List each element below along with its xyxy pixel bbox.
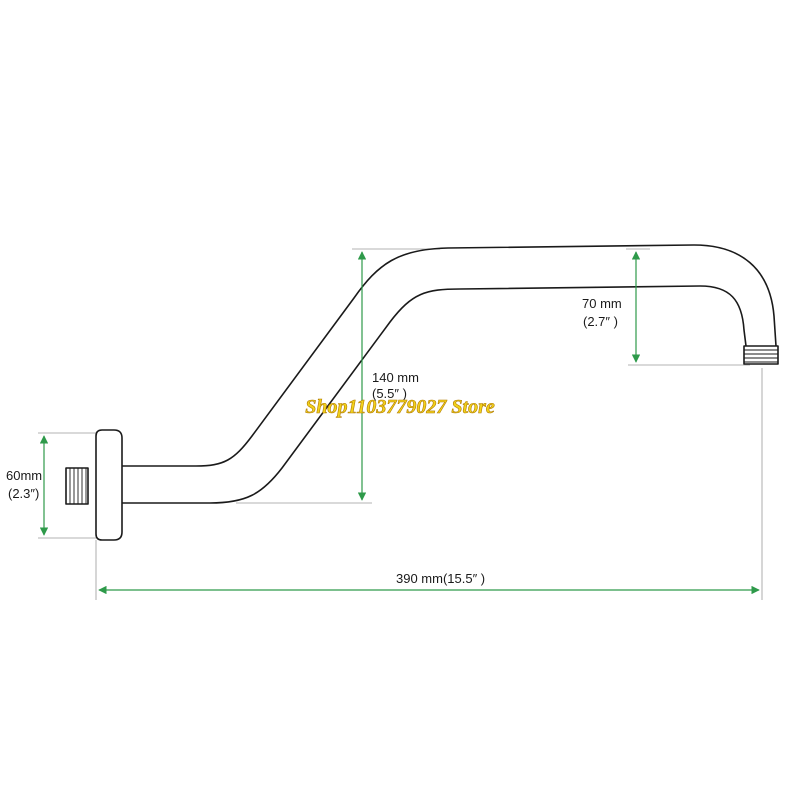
arm-upper-edge (122, 244, 777, 467)
dimension-arrows (39, 251, 760, 595)
extension-lines (38, 248, 763, 600)
flange-height-mm-label: 60mm (6, 468, 42, 483)
arm-lower-edge (122, 285, 747, 504)
total-length-label: 390 mm(15.5″ ) (396, 571, 485, 586)
outlet-nozzle (743, 345, 779, 365)
outlet-height-mm-label: 70 mm (582, 296, 622, 311)
dimension-labels: 60mm (2.3″) 140 mm (5.5″ ) 70 mm (2.7″ )… (6, 296, 622, 586)
drop-height-inch-label: (5.5″ ) (372, 386, 407, 401)
inlet-thread (65, 467, 89, 505)
drop-height-mm-label: 140 mm (372, 370, 419, 385)
wall-flange (95, 429, 123, 541)
inlet-thread-lines (69, 468, 87, 504)
shower-arm (65, 244, 779, 541)
outlet-thread-lines (744, 349, 778, 363)
outlet-height-inch-label: (2.7″ ) (583, 314, 618, 329)
flange-height-inch-label: (2.3″) (8, 486, 39, 501)
store-watermark: Shop1103779027 Store (305, 396, 495, 418)
